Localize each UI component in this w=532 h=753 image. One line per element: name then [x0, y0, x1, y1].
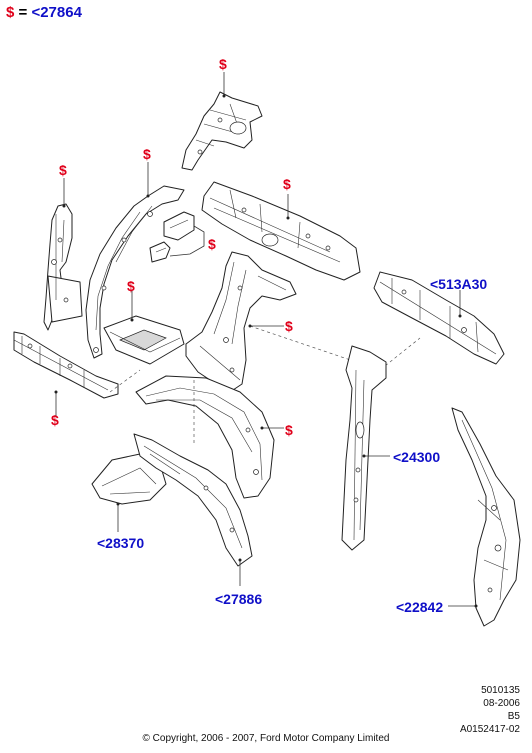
callout-wheelhouse[interactable]: $ [285, 422, 293, 438]
callout-b-pillar-inner[interactable]: $ [285, 318, 293, 334]
wheelhouse-part [135, 375, 275, 499]
callout-a-pillar-upper[interactable]: $ [143, 146, 151, 162]
legend: $ = <27864 [6, 4, 82, 21]
left-pillar-part [43, 203, 83, 331]
floor-panel-part [103, 315, 185, 365]
callout-rear-quarter[interactable]: <22842 [396, 599, 444, 615]
meta-code: 5010135 [481, 685, 520, 696]
rear-quarter-part [451, 407, 521, 627]
legend-symbol: $ [6, 4, 15, 21]
roof-side-rail-part [201, 181, 361, 281]
a-pillar-upper-part [85, 185, 185, 359]
callout-floor-panel[interactable]: $ [127, 278, 135, 294]
left-sill-part [13, 331, 119, 399]
quarter-inner-part [133, 433, 253, 567]
callout-rear-panel[interactable]: <513A30 [430, 276, 488, 292]
meta-rev: B5 [507, 711, 520, 722]
legend-equals: = [14, 4, 32, 21]
callout-quarter-inner[interactable]: <27886 [215, 591, 263, 607]
meta-figure: A0152417-02 [459, 724, 520, 735]
small-brackets-part [149, 211, 195, 263]
top-bracket-part [181, 91, 263, 171]
legend-part-number[interactable]: <27864 [31, 4, 82, 21]
meta-date: 08-2006 [483, 698, 520, 709]
callout-wheel-arch-liner[interactable]: <28370 [97, 535, 145, 551]
center-pillar-part [341, 345, 387, 551]
callout-small-bracket[interactable]: $ [208, 236, 216, 252]
callout-roof-side-rail[interactable]: $ [283, 176, 291, 192]
rear-panel-part [373, 271, 505, 365]
callout-left-sill[interactable]: $ [51, 412, 59, 428]
callout-left-pillar[interactable]: $ [59, 162, 67, 178]
copyright-text: © Copyright, 2006 - 2007, Ford Motor Com… [142, 733, 390, 744]
b-pillar-inner-part [185, 251, 297, 393]
callout-center-pillar[interactable]: <24300 [393, 449, 441, 465]
callout-top-bracket[interactable]: $ [219, 56, 227, 72]
